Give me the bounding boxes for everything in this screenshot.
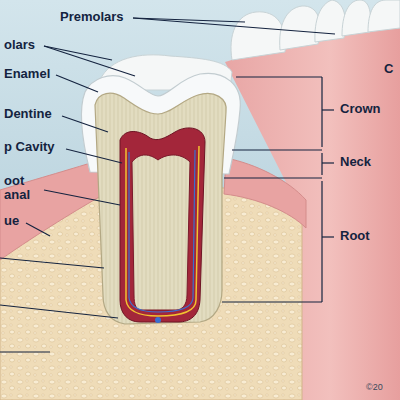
- bracket: [222, 77, 334, 302]
- part-label: C: [384, 62, 393, 76]
- bracket-tick: [322, 162, 334, 163]
- leader-lines: [0, 18, 335, 352]
- gum-front: [0, 160, 101, 260]
- pulp-cavity: [120, 128, 205, 322]
- bracket-line: [236, 76, 322, 77]
- region-label: Neck: [340, 155, 371, 169]
- leader-line: [0, 305, 118, 318]
- region-label: Crown: [340, 102, 380, 116]
- part-label: olars: [4, 38, 35, 52]
- bracket-line: [232, 149, 322, 150]
- leader-line: [66, 149, 122, 163]
- incisor: [368, 0, 400, 32]
- part-label: oot anal: [4, 174, 40, 202]
- part-label: Enamel: [4, 67, 50, 81]
- leader-line: [62, 116, 108, 132]
- part-label: Dentine: [4, 107, 52, 121]
- bracket-tick: [322, 236, 334, 237]
- bracket-line: [321, 181, 322, 302]
- part-label: ue: [4, 214, 19, 228]
- nerve: [126, 146, 199, 316]
- gum-front: [224, 158, 306, 228]
- leader-line: [44, 190, 120, 205]
- dentine: [95, 93, 226, 324]
- leader-line: [0, 351, 50, 352]
- bracket-tick: [322, 109, 334, 110]
- leader-line: [56, 75, 98, 92]
- leader-line: [133, 18, 245, 22]
- region-label: Root: [340, 229, 370, 243]
- leader-line: [44, 46, 112, 60]
- part-label: p Cavity: [4, 140, 55, 154]
- part-label: Premolars: [60, 10, 124, 24]
- leader-line: [26, 223, 50, 236]
- bracket-line: [222, 301, 322, 302]
- blood-vessel: [129, 150, 195, 312]
- watermark: ©20: [366, 382, 383, 393]
- apex-dot: [155, 317, 161, 323]
- incisor: [342, 0, 371, 36]
- bracket-line: [224, 177, 322, 178]
- premolar: [231, 12, 285, 60]
- bracket-line: [321, 77, 322, 147]
- bracket-line: [321, 153, 322, 175]
- dentine-inner: [132, 155, 190, 310]
- canine-tooth: [315, 0, 346, 42]
- leader-line: [133, 18, 335, 34]
- leader-line: [0, 258, 104, 268]
- back-teeth: [100, 0, 400, 90]
- premolar: [280, 6, 321, 50]
- leader-line: [44, 46, 135, 76]
